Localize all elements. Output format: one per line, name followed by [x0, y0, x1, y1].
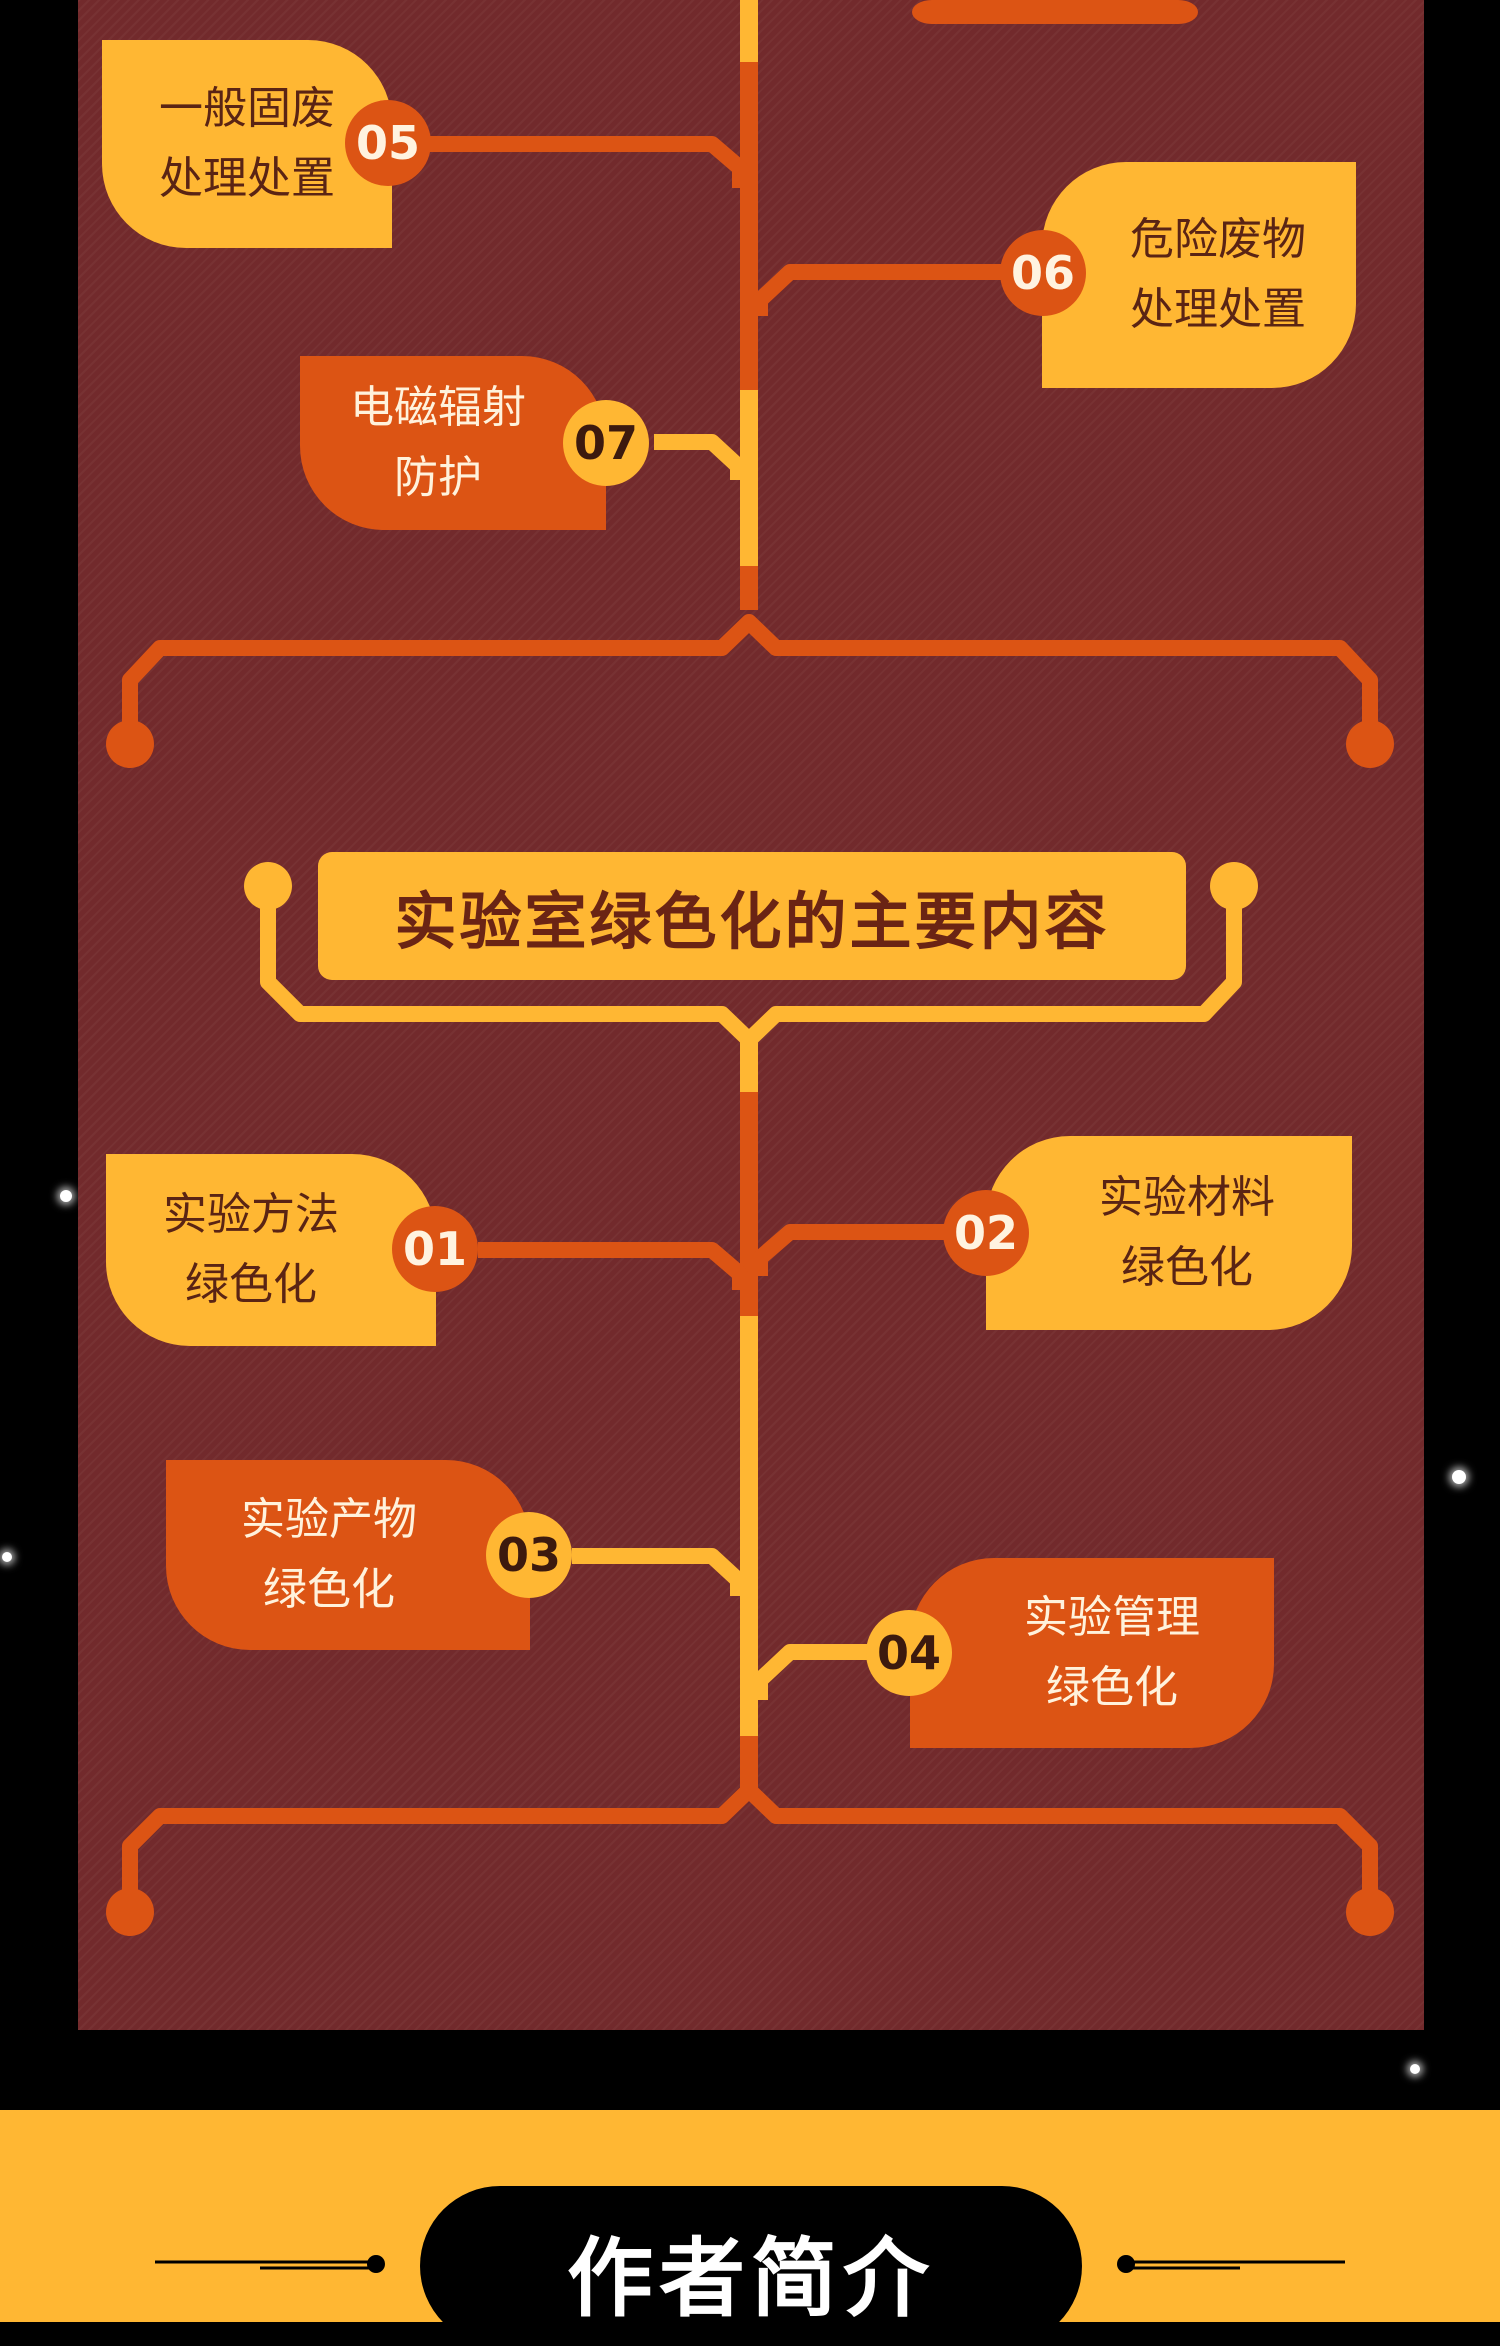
node-06-badge: 06: [1000, 230, 1086, 316]
branch-05: [430, 136, 748, 188]
node-06-bubble: 危险废物 处理处置: [1042, 162, 1356, 388]
node-05-badge: 05: [345, 100, 431, 186]
sparkle-decoration: [60, 1190, 72, 1202]
node-03-badge: 03: [486, 1512, 572, 1598]
node-04-badge: 04: [866, 1610, 952, 1696]
branch-07: [654, 434, 746, 480]
sparkle-decoration: [1452, 1470, 1466, 1484]
section-title: 实验室绿色化的主要内容: [318, 852, 1186, 980]
node-05-bubble: 一般固废 处理处置: [102, 40, 392, 248]
node-03-bubble: 实验产物 绿色化: [166, 1460, 530, 1650]
node-07-bubble: 电磁辐射 防护: [300, 356, 606, 530]
branch-06: [752, 264, 1010, 316]
node-07-badge: 07: [563, 400, 649, 486]
author-title: 作者简介: [420, 2186, 1082, 2346]
fork-end-dot: [106, 720, 154, 768]
partial-bubble-top: [912, 0, 1198, 24]
node-02-bubble: 实验材料 绿色化: [986, 1136, 1352, 1330]
branch-02: [752, 1224, 944, 1276]
title-bracket-dot: [1210, 862, 1258, 910]
node-01-bubble: 实验方法 绿色化: [106, 1154, 436, 1346]
fork-end-dot: [1346, 1888, 1394, 1936]
fork-end-dot: [106, 1888, 154, 1936]
branch-04: [752, 1644, 868, 1700]
sparkle-decoration: [2, 1552, 12, 1562]
branch-03: [572, 1548, 746, 1596]
sparkle-decoration: [1410, 2064, 1420, 2074]
fork-bottom: [122, 1782, 1378, 1908]
title-bracket-dot: [244, 862, 292, 910]
branch-01: [478, 1242, 748, 1290]
fork-top: [122, 614, 1378, 740]
node-01-badge: 01: [392, 1206, 478, 1292]
fork-end-dot: [1346, 720, 1394, 768]
node-04-bubble: 实验管理 绿色化: [910, 1558, 1274, 1748]
node-02-badge: 02: [943, 1190, 1029, 1276]
